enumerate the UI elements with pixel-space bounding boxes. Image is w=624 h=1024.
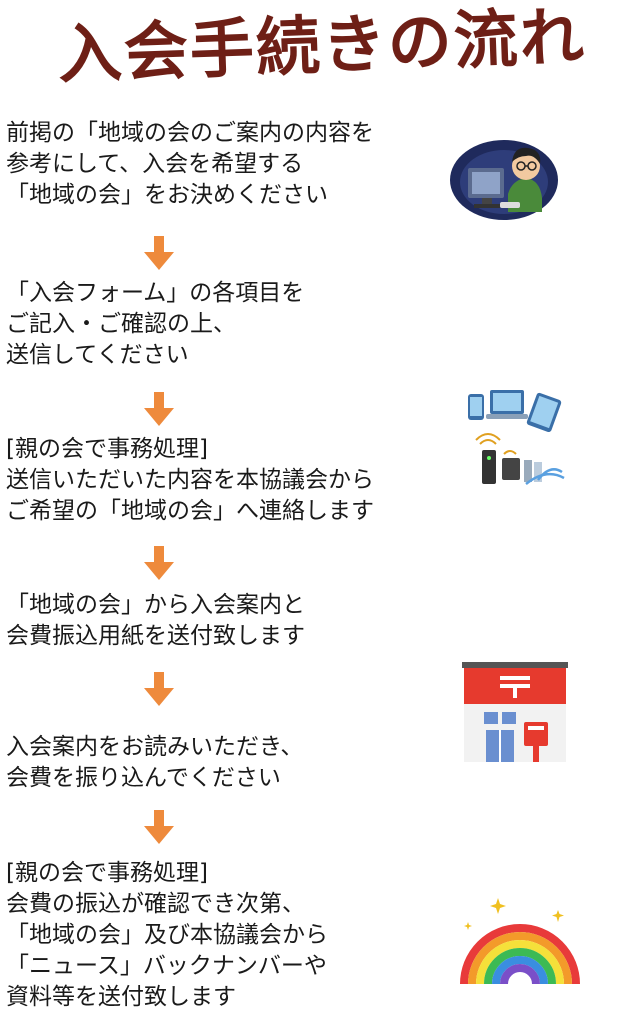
arrow-down-icon — [144, 236, 174, 270]
step-1-line-1: 前掲の「地域の会のご案内の内容を — [6, 120, 374, 146]
step-3: [親の会で事務処理] 送信いただいた内容を本協議会から ご希望の「地域の会」へ連… — [6, 434, 374, 527]
step-3-line-1: [親の会で事務処理] — [6, 436, 208, 462]
devices-network-icon — [468, 390, 565, 485]
step-6-line-1: [親の会で事務処理] — [6, 860, 208, 886]
step-2-line-2: ご記入・ご確認の上、 — [6, 311, 236, 337]
step-5: 入会案内をお読みいただき、 会費を振り込んでください — [6, 732, 303, 794]
arrow-down-icon — [144, 392, 174, 426]
step-3-line-2: 送信いただいた内容を本協議会から — [6, 467, 374, 493]
step-2: 「入会フォーム」の各項目を ご記入・ご確認の上、 送信してください — [6, 278, 304, 371]
arrow-down-icon — [144, 546, 174, 580]
step-4-line-1: 「地域の会」から入会案内と — [6, 592, 305, 618]
step-6-line-4: 「ニュース」バックナンバーや — [6, 953, 327, 979]
step-6-line-3: 「地域の会」及び本協議会から — [6, 922, 328, 948]
person-at-computer-icon — [450, 140, 558, 220]
step-6: [親の会で事務処理] 会費の振込が確認でき次第、 「地域の会」及び本協議会から … — [6, 858, 328, 1013]
arrow-down-icon — [144, 672, 174, 706]
step-6-line-2: 会費の振込が確認でき次第、 — [6, 891, 305, 917]
step-5-line-2: 会費を振り込んでください — [6, 765, 281, 791]
step-2-line-1: 「入会フォーム」の各項目を — [6, 280, 305, 306]
step-1-line-3: 「地域の会」をお決めください — [6, 182, 328, 208]
post-office-icon — [462, 662, 568, 762]
step-6-line-5: 資料等を送付致します — [6, 984, 236, 1010]
step-1-line-2: 参考にして、入会を希望する — [6, 151, 304, 177]
step-2-line-3: 送信してください — [6, 342, 189, 368]
rainbow-icon — [460, 898, 580, 985]
arrow-down-icon — [144, 810, 174, 844]
step-1: 前掲の「地域の会のご案内の内容を 参考にして、入会を希望する 「地域の会」をお決… — [6, 118, 374, 211]
step-4: 「地域の会」から入会案内と 会費振込用紙を送付致します — [6, 590, 305, 652]
step-4-line-2: 会費振込用紙を送付致します — [6, 623, 305, 649]
step-3-line-3: ご希望の「地域の会」へ連絡します — [6, 498, 374, 524]
page-title: 入会手続きの流れ — [56, 0, 587, 93]
step-5-line-1: 入会案内をお読みいただき、 — [6, 734, 304, 760]
